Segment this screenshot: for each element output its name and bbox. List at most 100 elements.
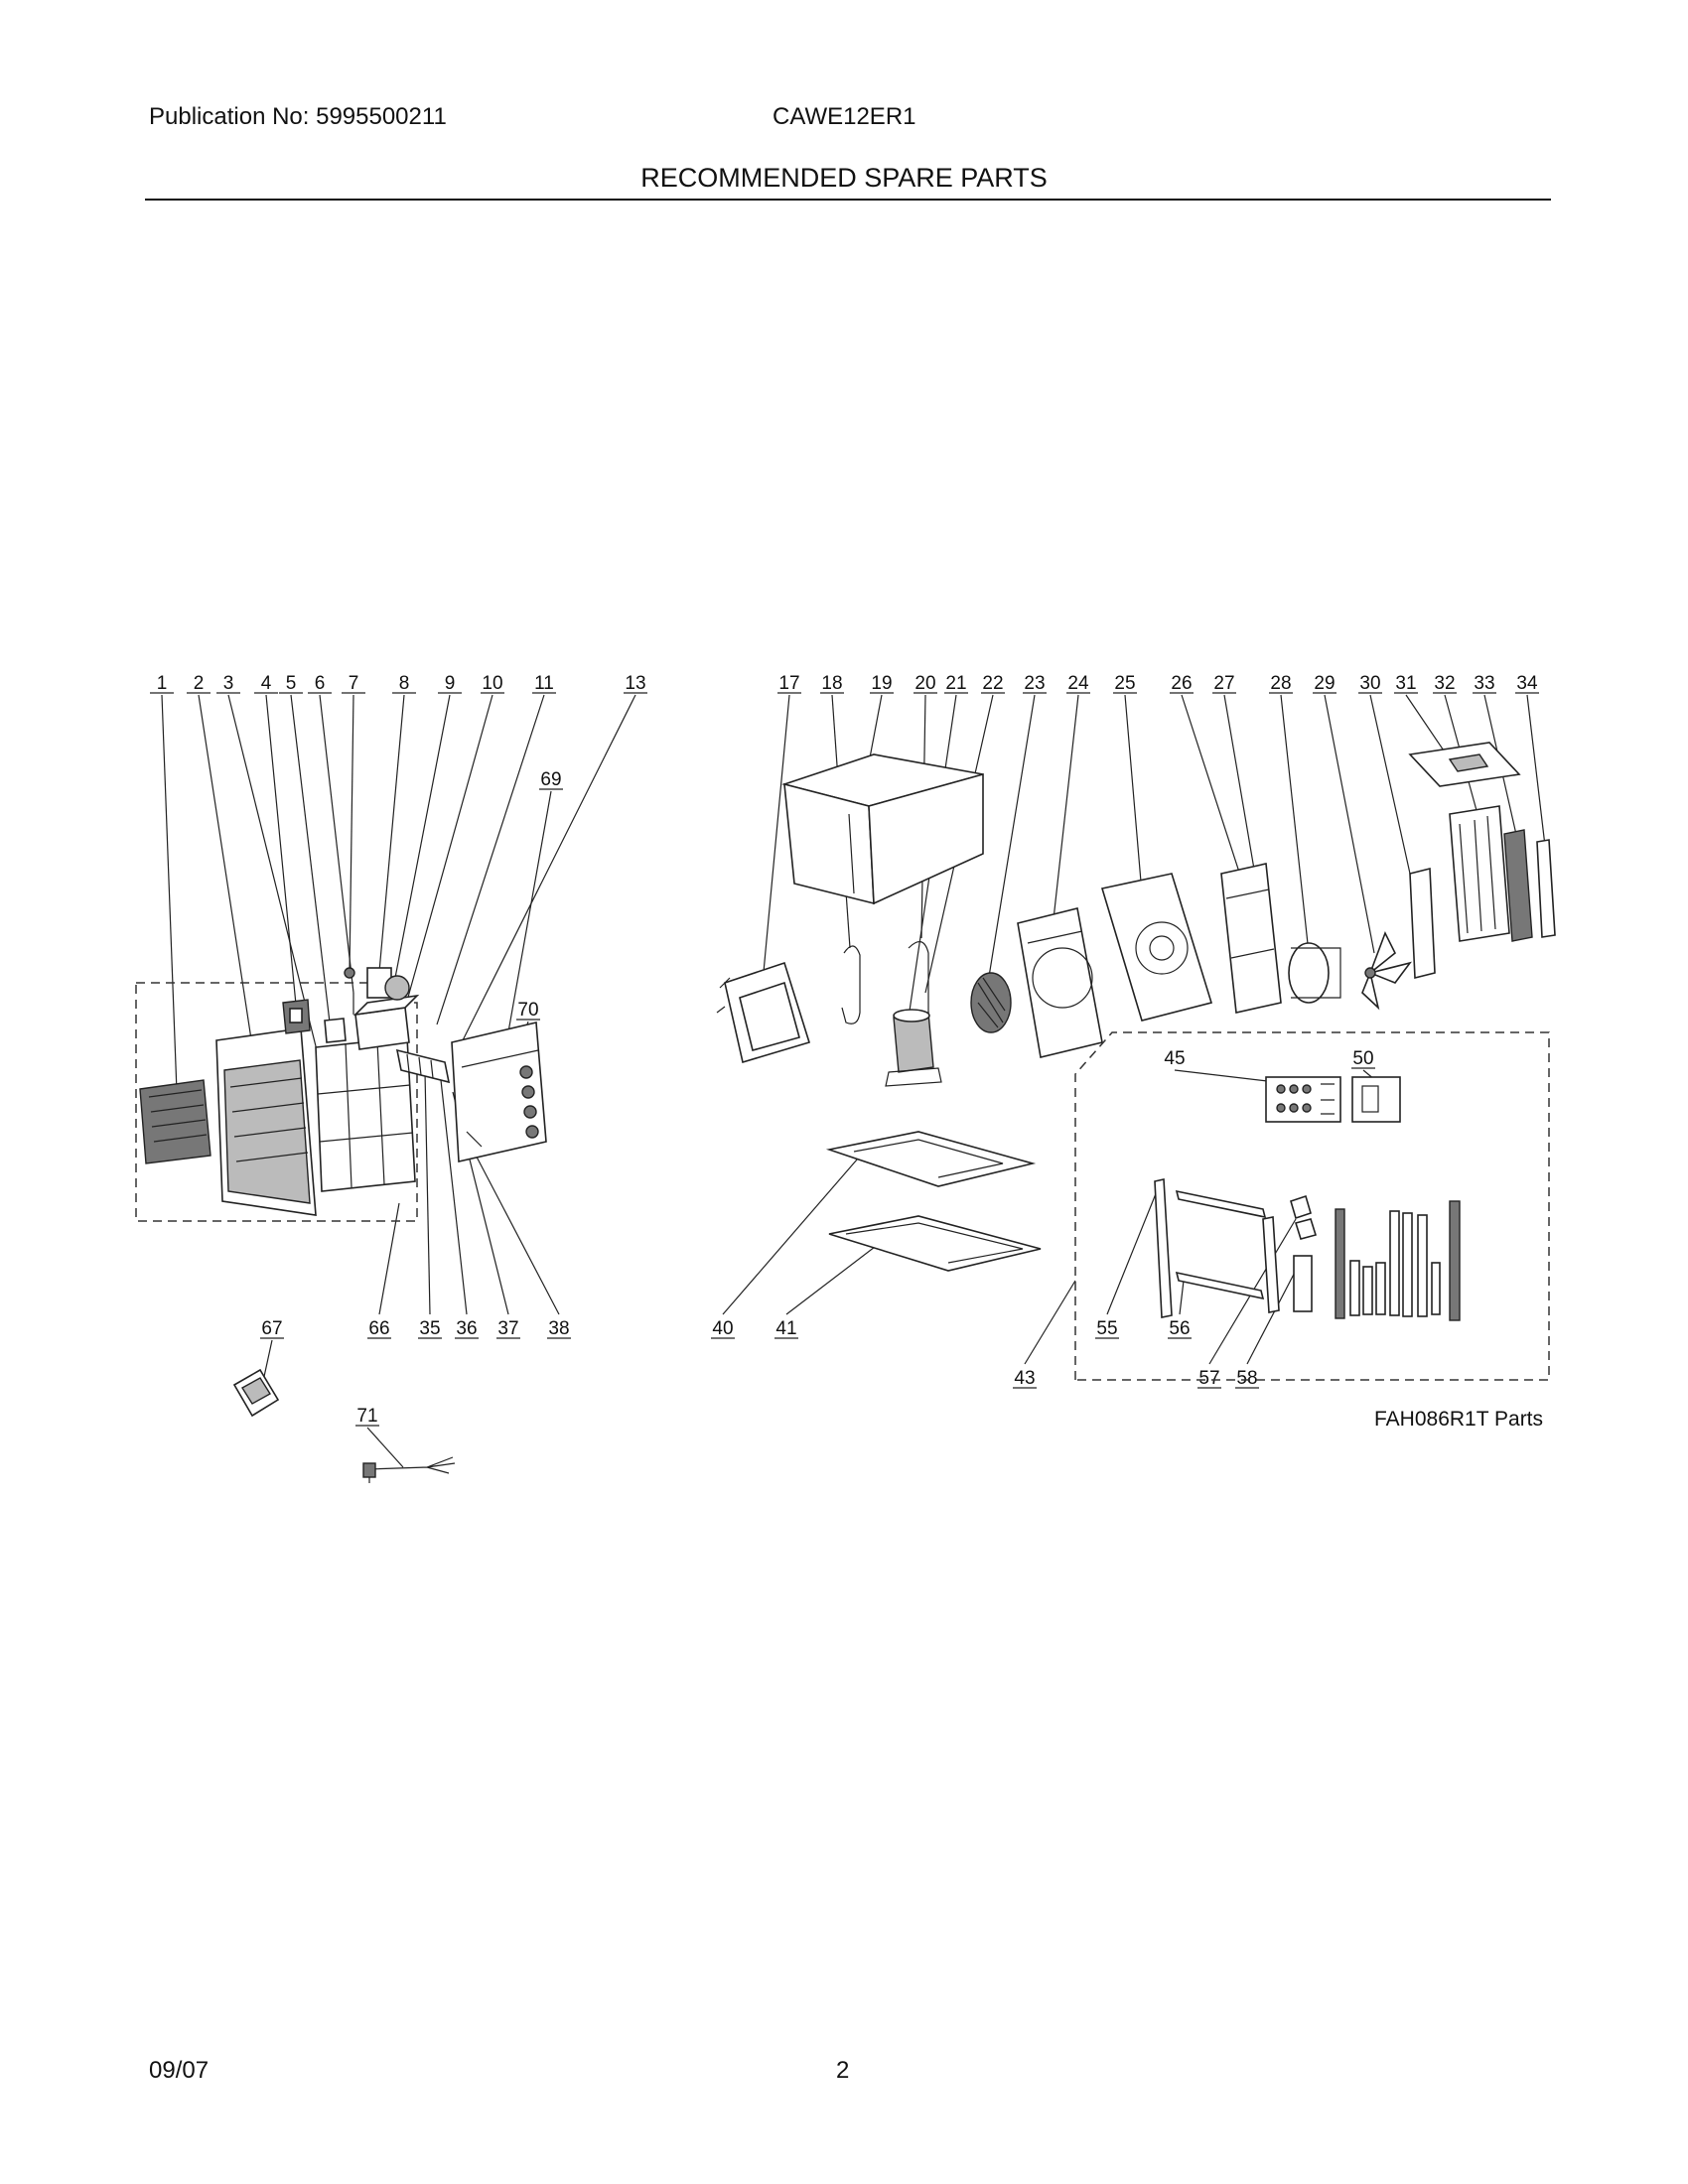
callout-label-1: 1 [157, 673, 168, 694]
part-control-housing [451, 1022, 547, 1162]
part-top-cover [1408, 742, 1521, 787]
callout-label-66: 66 [368, 1318, 389, 1339]
part-compressor [885, 941, 942, 1087]
leader-line-38 [468, 1141, 560, 1315]
leader-line-7 [349, 694, 354, 972]
part-louver [139, 1079, 211, 1164]
leader-line-10 [406, 694, 493, 1002]
leader-line-13 [458, 694, 636, 1049]
callout-label-57: 57 [1198, 1368, 1219, 1389]
callout-label-23: 23 [1024, 673, 1045, 694]
leader-line-6 [319, 694, 354, 994]
leader-line-24 [1052, 694, 1079, 929]
leader-line-43 [1024, 1280, 1076, 1365]
callout-label-10: 10 [482, 673, 502, 694]
part-drain-pan [828, 1215, 1042, 1272]
part-foam-58 [1293, 1255, 1313, 1312]
part-control-box [324, 967, 420, 1050]
callout-label-28: 28 [1270, 673, 1291, 694]
callout-label-36: 36 [456, 1318, 477, 1339]
callout-label-3: 3 [223, 673, 234, 694]
leader-line-55 [1106, 1190, 1158, 1315]
leader-line-40 [722, 1151, 865, 1315]
callout-label-24: 24 [1067, 673, 1089, 694]
publication-number: Publication No: 5995500211 [149, 103, 447, 130]
leader-line-56 [1179, 1280, 1185, 1315]
callout-label-69: 69 [540, 769, 561, 790]
part-mesh-coil [970, 972, 1012, 1033]
callout-label-9: 9 [445, 673, 456, 694]
callout-label-71: 71 [356, 1406, 377, 1427]
part-curtain-frame [1154, 1178, 1280, 1318]
callout-label-25: 25 [1114, 673, 1135, 694]
callout-label-27: 27 [1213, 673, 1234, 694]
callout-label-50: 50 [1352, 1048, 1373, 1069]
leader-line-1 [161, 694, 178, 1093]
part-power-cord [362, 1456, 456, 1483]
leader-line-8 [377, 694, 405, 984]
part-blower-housing [1017, 907, 1103, 1058]
kit-label: FAH086R1T Parts [1374, 1408, 1544, 1431]
leader-line-23 [987, 694, 1036, 984]
part-front-panel [215, 1027, 317, 1216]
callout-label-6: 6 [315, 673, 326, 694]
callout-label-4: 4 [261, 673, 272, 694]
callout-label-45: 45 [1164, 1048, 1185, 1069]
part-bracket-30 [1409, 867, 1436, 980]
leader-line-30 [1369, 694, 1411, 875]
leader-line-4 [265, 694, 297, 1006]
callout-label-13: 13 [625, 673, 645, 694]
callout-label-5: 5 [286, 673, 297, 694]
leader-line-66 [378, 1202, 400, 1315]
callout-label-19: 19 [871, 673, 892, 694]
part-fan-blade [1361, 931, 1412, 1011]
kit-outline [1074, 1031, 1550, 1381]
leader-line-25 [1124, 694, 1143, 894]
callout-label-56: 56 [1169, 1318, 1190, 1339]
leader-line-34 [1526, 694, 1546, 847]
leader-line-58 [1246, 1260, 1302, 1365]
leader-line-9 [394, 694, 451, 979]
callout-label-33: 33 [1474, 673, 1494, 694]
leader-line-2 [198, 694, 254, 1053]
part-coil-33 [1503, 829, 1533, 942]
leader-line-5 [290, 694, 331, 1024]
leader-line-17 [762, 694, 790, 984]
callout-label-55: 55 [1096, 1318, 1117, 1339]
part-evaporator [1449, 805, 1510, 942]
part-base-pan [825, 1131, 1037, 1187]
callout-label-41: 41 [775, 1318, 796, 1339]
callout-label-40: 40 [712, 1318, 733, 1339]
page-title: RECOMMENDED SPARE PARTS [640, 163, 1048, 193]
part-partition [1100, 873, 1213, 1022]
part-control-panel [1265, 1076, 1341, 1123]
callout-label-20: 20 [914, 673, 935, 694]
part-tube-18 [841, 945, 861, 1024]
callout-label-43: 43 [1014, 1368, 1035, 1389]
part-fan-motor [1288, 942, 1341, 1004]
callout-label-17: 17 [778, 673, 799, 694]
callout-label-8: 8 [399, 673, 410, 694]
callout-label-29: 29 [1314, 673, 1335, 694]
leader-line-29 [1324, 694, 1375, 954]
model-number: CAWE12ER1 [773, 103, 916, 130]
leader-line-36 [440, 1079, 468, 1315]
footer-date: 09/07 [149, 2057, 210, 2084]
leader-line-35 [424, 1071, 431, 1315]
part-clips [1290, 1194, 1318, 1240]
leader-line-11 [436, 694, 545, 1025]
part-control-block [282, 999, 311, 1034]
callout-label-70: 70 [517, 1000, 538, 1021]
leader-line-69 [503, 790, 552, 1055]
callout-label-35: 35 [419, 1318, 440, 1339]
leader-line-45 [1174, 1069, 1277, 1083]
part-remote-control [232, 1368, 280, 1418]
title-divider [145, 199, 1551, 201]
callout-label-31: 31 [1395, 673, 1416, 694]
callout-label-38: 38 [548, 1318, 569, 1339]
part-seal-strips [1335, 1200, 1461, 1321]
callout-label-30: 30 [1359, 673, 1380, 694]
callout-label-18: 18 [821, 673, 842, 694]
